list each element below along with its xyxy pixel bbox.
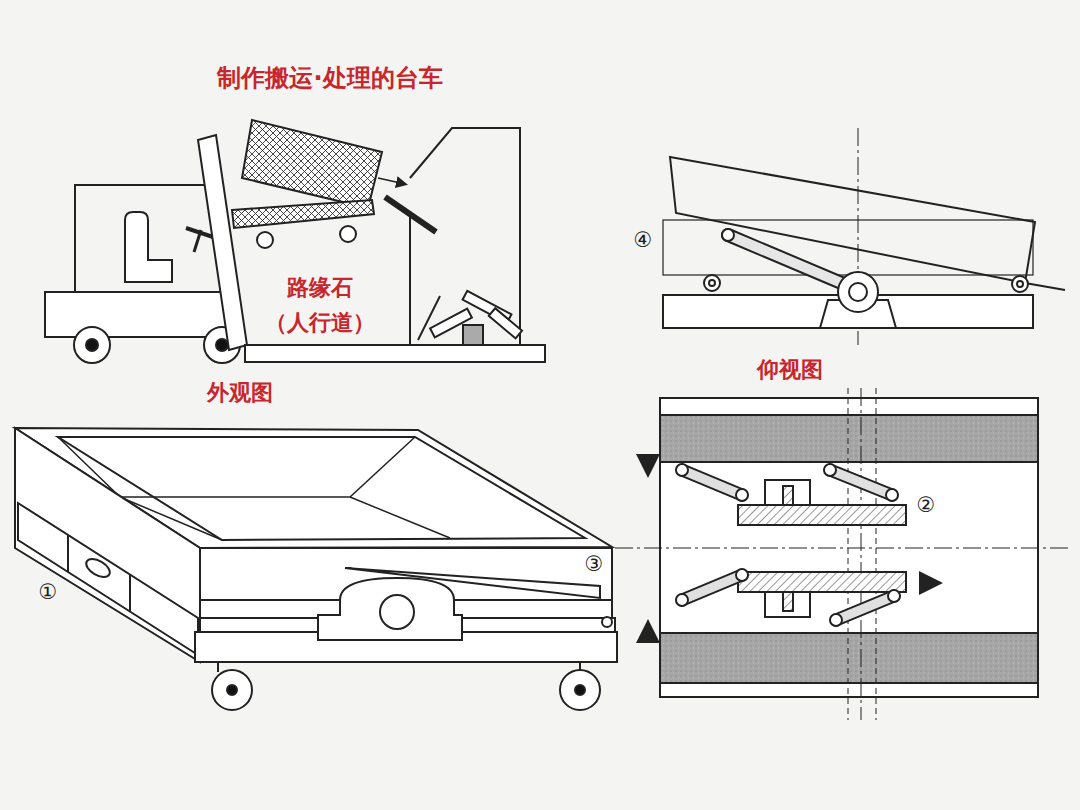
callout-number-box: ③ xyxy=(585,552,604,576)
bottom-view xyxy=(615,388,1070,720)
side-view xyxy=(663,128,1065,345)
view-label: 仰视图 xyxy=(757,355,823,385)
curb-label: 路缘石 （人行道） xyxy=(265,270,375,340)
curb-label-box: 路缘石 （人行道） xyxy=(265,270,375,340)
callout-number: ① xyxy=(39,580,58,604)
callout-number-box: ④ xyxy=(634,228,653,252)
title-box: 制作搬运·处理的台车 xyxy=(217,62,442,94)
title-text: 制作搬运·处理的台车 xyxy=(217,62,442,94)
view-label-box: 仰视图 xyxy=(757,355,823,385)
callout-number-box: ① xyxy=(39,580,58,604)
view-label: 外观图 xyxy=(207,378,273,408)
view-label-box: 外观图 xyxy=(207,378,273,408)
callout-number-box: ② xyxy=(917,493,936,517)
cart-exterior xyxy=(15,428,617,710)
callout-number: ④ xyxy=(634,228,653,252)
callout-number: ② xyxy=(917,493,936,517)
forklift-scene xyxy=(45,120,545,363)
callout-number: ③ xyxy=(585,552,604,576)
